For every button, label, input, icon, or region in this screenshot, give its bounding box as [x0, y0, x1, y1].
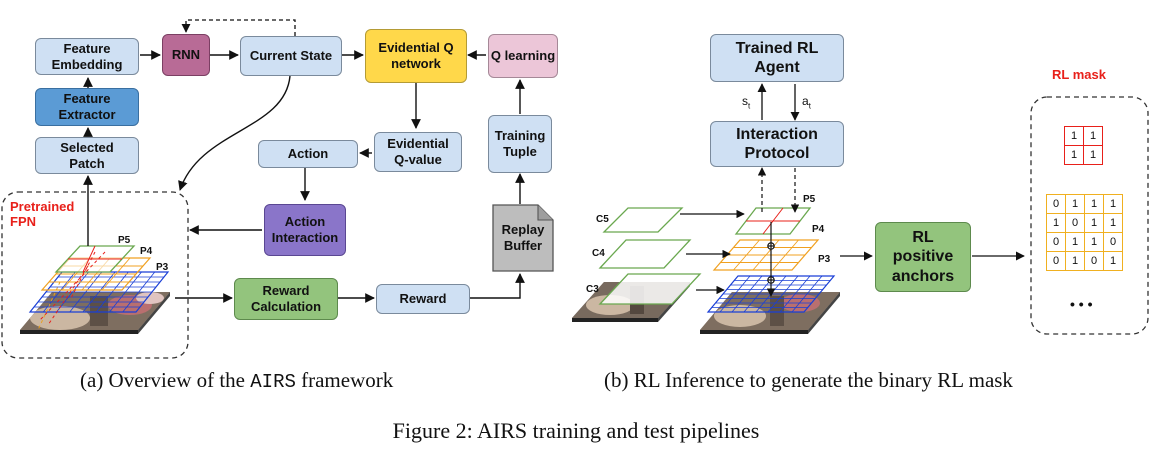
evidential-q-value-box: Evidential Q-value [374, 132, 462, 172]
mask-cell: 0 [1084, 251, 1104, 271]
mask-cell: 1 [1065, 251, 1085, 271]
p4-label-a: P4 [140, 246, 153, 257]
feature-embedding-box: Feature Embedding [35, 38, 139, 75]
recurrent-loop-arrow [181, 19, 296, 36]
p3-feature-map-a [28, 271, 170, 313]
replay-buffer-box: Replay Buffer [492, 204, 554, 272]
action-box: Action [258, 140, 358, 168]
trained-rl-agent-box: Trained RL Agent [710, 34, 844, 82]
state-label: st [742, 94, 751, 111]
c5-label: C5 [596, 214, 609, 225]
mask-cell: 1 [1065, 194, 1085, 214]
interaction-protocol-box: Interaction Protocol [710, 121, 844, 167]
mask-cell: 1 [1084, 213, 1104, 233]
mask-cell: 1 [1064, 126, 1084, 146]
replay-buffer-shape [492, 204, 554, 272]
current-state-box: Current State [240, 36, 342, 76]
p4-feature-map-b [712, 239, 820, 271]
input-image-a [20, 292, 170, 334]
selected-patch-box: Selected Patch [35, 137, 139, 174]
fpn-region [1, 191, 189, 359]
projection-lines-a [39, 251, 106, 326]
rnn-box: RNN [162, 34, 210, 76]
mask-cell: 0 [1103, 232, 1123, 252]
training-tuple-box: Training Tuple [488, 115, 552, 173]
c4-label: C4 [592, 248, 605, 259]
q-learning-box: Q learning [488, 34, 558, 78]
lateral-arrows [680, 209, 745, 295]
p3-label-a: P3 [156, 262, 169, 273]
backbone-layers [598, 207, 702, 305]
evidential-q-network-box: Evidential Q network [365, 29, 467, 83]
mask-cell: 1 [1064, 145, 1084, 165]
mask-cell: 1 [1084, 232, 1104, 252]
arrows-a [83, 50, 525, 303]
p5-feature-map-b [734, 207, 812, 235]
reward-calculation-box: Reward Calculation [234, 278, 338, 320]
input-image-b2 [700, 292, 840, 334]
caption-panel-a: (a) Overview of the AIRS framework [80, 368, 394, 393]
action-label: at [802, 94, 811, 111]
mask-cell: 1 [1083, 145, 1103, 165]
p5-label-b: P5 [803, 194, 816, 205]
action-interaction-box: Action Interaction [264, 204, 346, 256]
mask-cell: 1 [1083, 126, 1103, 146]
p5-feature-map-a [54, 245, 136, 273]
p4-label-b: P4 [812, 224, 825, 235]
agent-arrows [757, 83, 1025, 261]
mask-cell: 1 [1103, 213, 1123, 233]
mask-cell: 1 [1065, 232, 1085, 252]
rl-positive-anchors-box: RL positive anchors [875, 222, 971, 292]
rl-mask-region [1030, 96, 1149, 335]
p5-label-a: P5 [118, 235, 131, 246]
mask-cell: 1 [1103, 194, 1123, 214]
p3-label-b: P3 [818, 254, 831, 265]
p3-feature-map-b [706, 275, 836, 313]
top-down-pathway [766, 222, 776, 297]
mask-cell: 0 [1046, 232, 1066, 252]
rl-mask-ellipsis: • • • [1070, 296, 1093, 312]
caption-panel-b: (b) RL Inference to generate the binary … [604, 368, 1013, 392]
mask-cell: 1 [1046, 213, 1066, 233]
mask-cell: 0 [1046, 251, 1066, 271]
feature-extractor-box: Feature Extractor [35, 88, 139, 126]
mask-cell: 1 [1084, 194, 1104, 214]
mask-cell: 1 [1103, 251, 1123, 271]
figure-caption: Figure 2: AIRS training and test pipelin… [392, 418, 760, 443]
mask-cell: 0 [1065, 213, 1085, 233]
pretrained-fpn-label: Pretrained FPN [10, 199, 75, 229]
rl-mask-label: RL mask [1052, 67, 1106, 82]
mask-cell: 0 [1046, 194, 1066, 214]
c3-label: C3 [586, 284, 599, 295]
reward-box: Reward [376, 284, 470, 314]
